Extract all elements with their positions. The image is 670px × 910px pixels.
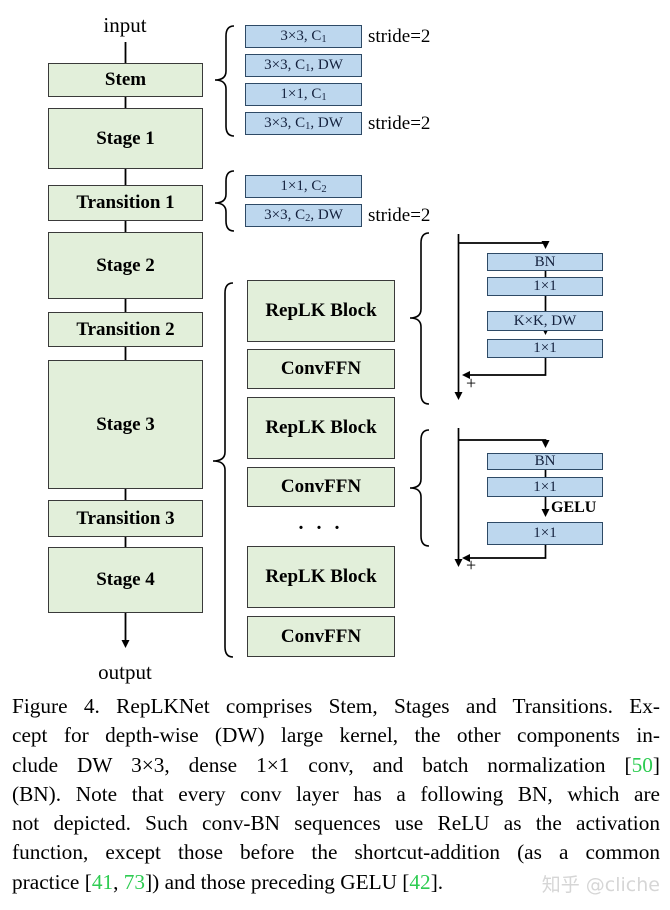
conv-label: 3×3, C <box>264 207 306 223</box>
caption-line: Figure 4. RepLKNet comprises Stem, Stage… <box>12 692 660 721</box>
stages-brace <box>212 282 234 658</box>
caption-line: not depicted. Such conv-BN sequences use… <box>12 809 660 838</box>
stage-2-box: Stage 2 <box>48 232 203 299</box>
replk-block-box: RepLK Block <box>247 397 395 459</box>
conv-label: 1×1, C <box>280 86 322 102</box>
caption-line: clude DW 3×3, dense 1×1 conv, and batch … <box>12 751 660 780</box>
bn-box: BN <box>487 453 603 470</box>
stride-label: stride=2 <box>368 113 431 134</box>
caption-line: practice [41, 73]) and those preceding G… <box>12 868 660 897</box>
conv-label-subscript: 1 <box>321 34 327 45</box>
conv-label-suffix: , DW <box>310 57 343 73</box>
caption-text: ]. <box>430 869 444 894</box>
plus-sign: + <box>466 373 477 393</box>
conv-label-subscript: 1 <box>305 63 311 74</box>
stage-3-box: Stage 3 <box>48 360 203 489</box>
conv-label-suffix: , DW <box>310 207 343 223</box>
connector-arrows-layer <box>121 25 550 658</box>
caption-text: practice [ <box>12 869 92 894</box>
caption-text: not depicted. Such conv-BN sequences use… <box>12 811 660 836</box>
stage-4-box: Stage 4 <box>48 547 203 613</box>
conv-label: 3×3, C <box>280 28 322 44</box>
replk-detail-connectors <box>454 234 550 400</box>
conv-label-subscript: 1 <box>305 121 311 132</box>
caption-line: (BN). Note that every conv layer has a f… <box>12 780 660 809</box>
replk-block-box: RepLK Block <box>247 280 395 342</box>
caption-text: function, except those before the shortc… <box>12 840 660 865</box>
citation-link[interactable]: 41 <box>91 869 114 894</box>
conv-label-subscript: 2 <box>305 213 311 224</box>
stride-label: stride=2 <box>368 26 431 47</box>
caption-text: (BN). Note that every conv layer has a f… <box>12 781 660 806</box>
caption-line: function, except those before the shortc… <box>12 838 660 867</box>
input-label: input <box>103 13 147 37</box>
conv-label: 1×1, C <box>280 178 322 194</box>
caption-text: Figure 4. RepLKNet comprises Stem, Stage… <box>12 694 660 718</box>
replk-block-box: RepLK Block <box>247 546 395 608</box>
conv1x1-box: 1×1 <box>487 477 603 497</box>
kxk-dw-box: K×K, DW <box>487 311 603 331</box>
conv1x1-box: 1×1 <box>487 277 603 296</box>
transition-1-box: Transition 1 <box>48 185 203 221</box>
transition-3-box: Transition 3 <box>48 500 203 537</box>
caption-text: ] <box>652 752 660 777</box>
bn-box: BN <box>487 253 603 271</box>
citation-link[interactable]: 42 <box>409 869 431 894</box>
convffn-detail-connectors <box>454 428 550 567</box>
conv-label-suffix: , DW <box>310 115 343 131</box>
stem-box: Stem <box>48 63 203 97</box>
citation-link[interactable]: 50 <box>631 752 653 777</box>
convffn-detail-brace <box>409 429 430 547</box>
caption-line: cept for depth-wise (DW) large kernel, t… <box>12 721 660 750</box>
plus-sign: + <box>466 555 477 575</box>
caption-text: ]) and those preceding GELU [ <box>145 869 410 894</box>
convffn-box: ConvFFN <box>247 467 395 507</box>
curly-braces <box>212 25 430 658</box>
conv1x1-box: 1×1 <box>487 339 603 358</box>
transition-brace <box>214 170 235 232</box>
conv-label: 3×3, C <box>264 115 306 131</box>
ellipsis: . . . <box>298 512 344 534</box>
conv-label-subscript: 2 <box>321 184 327 195</box>
caption-text: cept for depth-wise (DW) large kernel, t… <box>12 723 660 748</box>
stem-brace <box>214 25 235 137</box>
stride-label: stride=2 <box>368 205 431 226</box>
replk-detail-brace <box>409 232 430 405</box>
transition-2-box: Transition 2 <box>48 312 203 347</box>
conv-label-subscript: 1 <box>321 92 327 103</box>
citation-link[interactable]: 73 <box>123 869 146 894</box>
convffn-box: ConvFFN <box>247 616 395 657</box>
caption-text: , <box>113 869 124 894</box>
figure-caption: Figure 4. RepLKNet comprises Stem, Stage… <box>12 692 660 897</box>
output-label: output <box>98 660 152 684</box>
conv1x1-box: 1×1 <box>487 522 603 545</box>
gelu-label: GELU <box>551 499 597 516</box>
stage-1-box: Stage 1 <box>48 108 203 169</box>
caption-text: clude DW 3×3, dense 1×1 conv, and batch … <box>12 752 632 777</box>
watermark: 知乎 @cliche <box>541 874 660 896</box>
conv-label: 3×3, C <box>264 57 306 73</box>
convffn-box: ConvFFN <box>247 349 395 389</box>
